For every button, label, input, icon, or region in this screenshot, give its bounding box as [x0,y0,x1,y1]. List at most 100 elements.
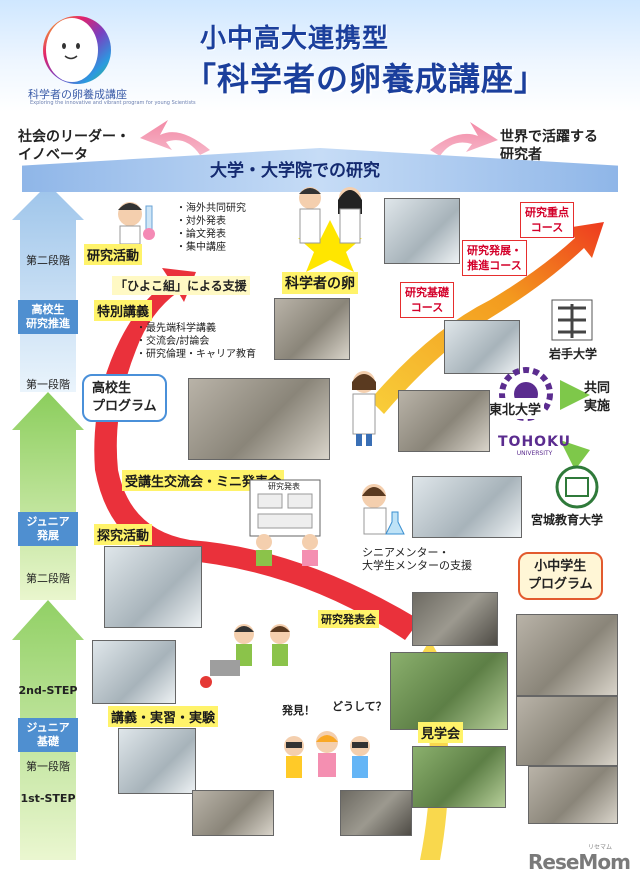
high-school-program: 高校生 プログラム [82,374,167,422]
poster-title: 研究発表 [268,482,300,491]
stage-box-line: ジュニア [26,515,70,528]
stage-box-line: 基礎 [37,735,59,748]
miyagi-university-label: 宮城教育大学 [528,510,607,529]
special-bullets: ・最先端科学講義 ・交流会/討論会 ・研究倫理・キャリア教育 [136,322,256,361]
exchange-meeting-label: 受講生交流会・ミニ発表会 [122,470,285,491]
tohoku-en-sub: UNIVERSITY [516,450,553,457]
group-photo [516,696,618,766]
tohoku-university-label: 東北大学 [486,398,545,419]
logo-name: 科学者の卵養成講座 [28,88,127,101]
junior-program-line1: 小中学生 [534,559,587,574]
stage-label: 第一段階 [26,760,70,773]
stage-label: 第二段階 [26,254,70,267]
presentation-meeting-label: 研究発表会 [318,610,379,628]
goal-right-line2: 研究者 [500,147,542,163]
practice-photo [92,640,176,704]
course-priority: 研究重点 コース [520,202,574,238]
title-line1: 小中高大連携型 [200,24,390,54]
auditorium-photo [398,390,490,452]
visit-label: 見学会 [418,722,464,743]
stage-label: 1st-STEP [20,792,76,805]
experiment-photo [444,320,520,374]
flask-girl-icon [352,478,408,538]
junior-program-line2: プログラム [528,577,593,592]
stage-box-line: 発展 [37,529,59,542]
museum-photo [516,614,618,696]
bubble-discovery: 発見！ [282,704,315,717]
mentor-line1: シニアメンター・ [362,546,450,559]
joint-line2: 実施 [584,399,611,414]
special-bullet: ・研究倫理・キャリア教育 [136,349,256,360]
goal-right-line1: 世界で活躍する [500,129,598,145]
hiyoko-support-label: 「ひよこ組」による支援 [112,276,250,295]
course-basic: 研究基礎 コース [400,282,454,318]
research-bullets: ・海外共同研究 ・対外発表 ・論文発表 ・集中講座 [176,202,246,254]
research-activity-label: 研究活動 [84,244,143,265]
egg-scientist-label: 科学者の卵 [282,272,358,294]
mentor-support: シニアメンター・ 大学生メンターの支援 [362,546,472,572]
watermark: ReseMom [528,850,631,874]
research-bullet: ・海外共同研究 [176,203,246,214]
inquiry-activity-label: 探究活動 [94,524,153,545]
kids-discovery-icon [272,702,382,788]
course-basic-line2: コース [410,301,444,314]
exhibit-photo [528,766,618,824]
student-group-photo [340,790,412,836]
stage-box-line: 研究推進 [26,317,70,330]
course-advance-line2: 推進コース [467,259,522,272]
iwate-university-label: 岩手大学 [546,344,601,363]
goal-right: 世界で活躍する 研究者 [500,128,598,164]
stage-box-junior-advanced: ジュニア 発展 [18,512,78,546]
course-advance-line1: 研究発展・ [467,244,522,257]
high-school-program-line1: 高校生 [92,381,132,396]
course-priority-line1: 研究重点 [525,206,569,219]
mentor-line2: 大学生メンターの支援 [362,559,472,572]
girl-scientist-icon [344,368,384,448]
stage-box-highschool: 高校生 研究推進 [18,300,78,334]
iwate-emblem-icon [544,298,600,344]
university-label: 大学・大学院での研究 [210,161,380,181]
special-lecture-label: 特別講義 [94,300,153,321]
facility-aerial-photo [390,652,508,730]
lab-practice-photo [118,728,196,794]
lab-photo [384,198,460,264]
research-bullet: ・集中講座 [176,242,226,253]
stage-label: 第二段階 [26,572,70,585]
class-photo [192,790,274,836]
classroom-photo [274,298,350,360]
scientist-pair-icon [280,180,380,276]
lecture-practice-label: 講義・実習・実験 [108,706,219,727]
course-priority-line2: コース [530,221,564,234]
title-line2: 「科学者の卵養成講座」 [184,60,548,98]
high-school-program-line2: プログラム [92,399,157,414]
research-bullet: ・論文発表 [176,229,226,240]
research-bullet: ・対外発表 [176,216,226,227]
lecture-hall-photo [188,378,330,460]
kids-experiment-icon [200,620,300,690]
goal-left: 社会のリーダー・ イノベータ [18,128,130,164]
bubble-why: どうして？ [332,700,387,713]
inquiry-photo [104,546,202,628]
students-photo [412,476,522,538]
presentation-photo [412,592,498,646]
stage-label: 2nd-STEP [18,684,78,697]
logo-tagline: Exploring the innovative and vibrant pro… [30,100,196,106]
goal-left-line2: イノベータ [18,147,88,163]
watermark-ruby: リセマム [588,844,613,851]
tohoku-english-name: TOHOKU UNIVERSITY [498,434,571,457]
special-bullet: ・最先端科学講義 [136,323,216,334]
junior-program: 小中学生 プログラム [518,552,603,600]
stage-box-line: 高校生 [31,303,65,316]
poster-presentation-icon [244,476,336,568]
stage-box-junior-basic: ジュニア 基礎 [18,718,78,752]
tohoku-en: TOHOKU [498,434,572,450]
stage-label: 第一段階 [26,378,70,391]
stage-box-line: ジュニア [26,721,70,734]
joint-implementation: 共同 実施 [584,380,610,416]
course-basic-line1: 研究基礎 [405,286,449,299]
logo-egg-icon [34,10,120,86]
goal-left-line1: 社会のリーダー・ [18,129,130,145]
course-advance: 研究発展・ 推進コース [462,240,527,276]
special-bullet: ・交流会/討論会 [136,336,210,347]
miyagi-emblem-icon [552,464,602,510]
